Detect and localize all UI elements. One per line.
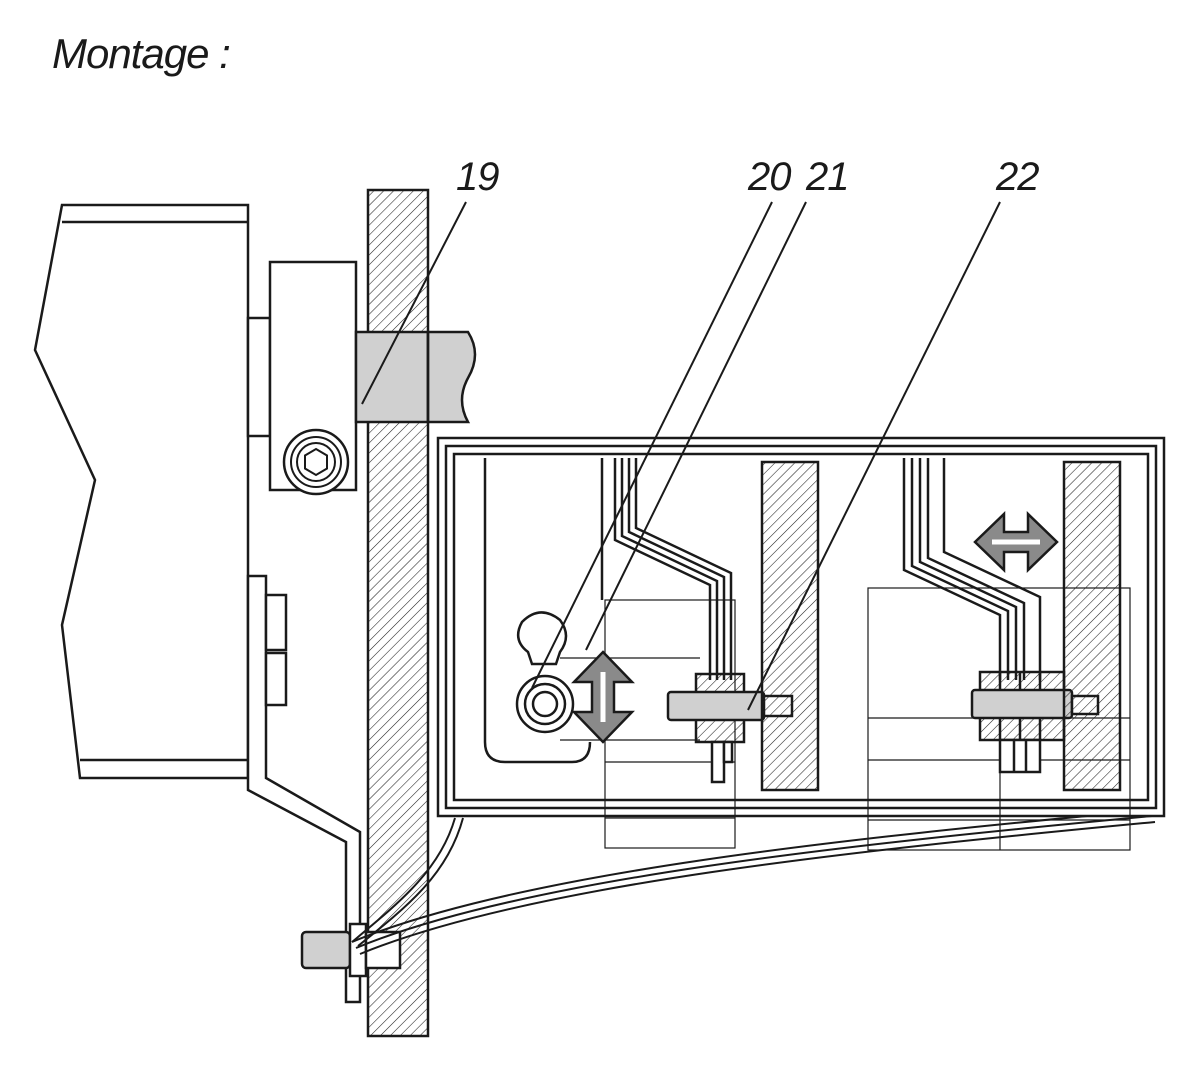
leader-line-22	[747, 201, 1001, 711]
cable-bundle	[351, 809, 1156, 955]
bent-rod-right	[902, 458, 1042, 680]
callout-20: 20	[747, 155, 791, 199]
bent-rod-left	[613, 458, 733, 680]
machine-body	[33, 203, 250, 780]
vertical-arrow	[571, 650, 635, 744]
horizontal-arrow	[973, 511, 1059, 573]
leader-line-19	[361, 201, 467, 405]
callout-19: 19	[456, 155, 499, 199]
bottom-pin	[300, 922, 402, 978]
hex-screw	[282, 428, 350, 496]
callout-22: 22	[995, 155, 1039, 199]
leader-line-20	[531, 201, 773, 689]
page-title: Montage :	[52, 30, 231, 77]
eccentric-cam	[515, 611, 575, 734]
leader-line-21	[585, 201, 807, 651]
hatched-wall	[366, 188, 430, 1038]
callout-21: 21	[805, 155, 849, 199]
leader-lines	[361, 201, 1001, 711]
contact-bar-right	[1062, 460, 1122, 792]
inner-compartment	[483, 458, 604, 764]
shaft	[354, 330, 477, 424]
